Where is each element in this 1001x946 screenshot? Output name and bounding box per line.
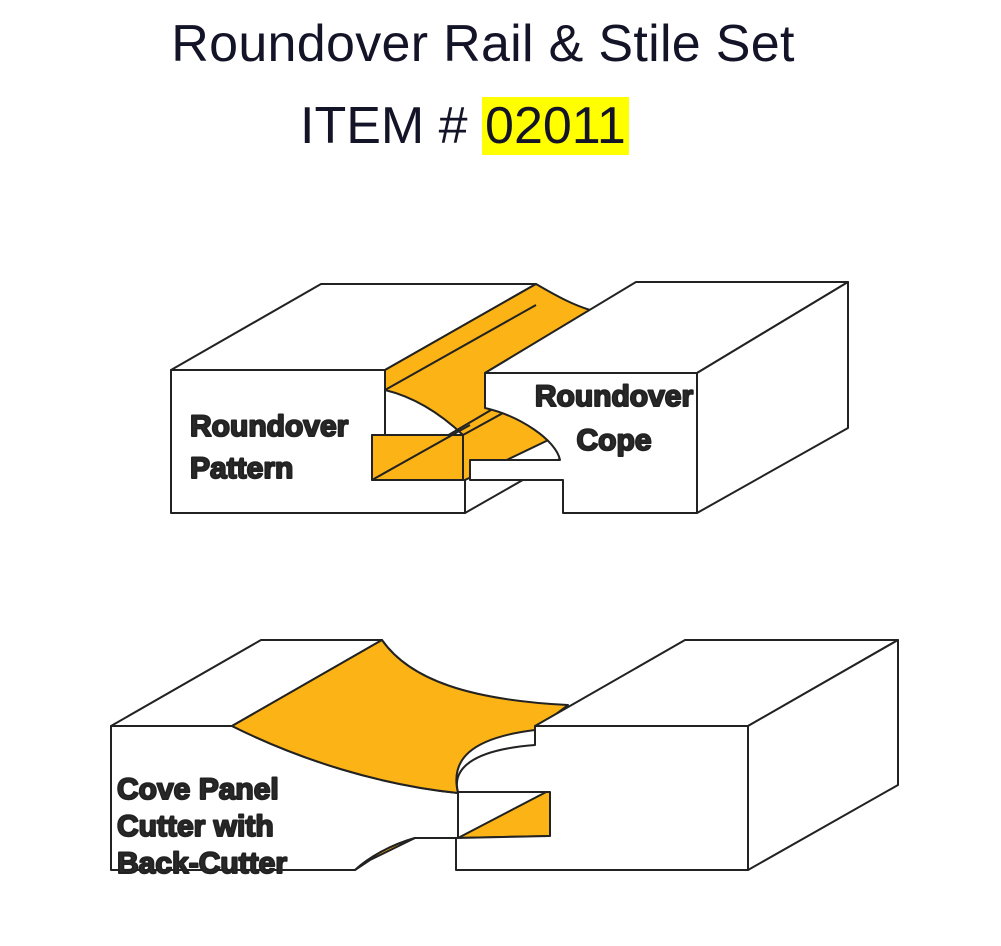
cope-block [469, 281, 849, 514]
panel-label-line2: Cutter with [117, 810, 274, 843]
item-number: 02011 [482, 97, 629, 155]
pattern-label-line2: Pattern [190, 452, 293, 485]
panel-label-line1: Cove Panel [117, 773, 279, 806]
pattern-label-line1: Roundover [190, 410, 349, 443]
item-line: ITEM # 02011 [300, 96, 629, 156]
item-prefix: ITEM # [300, 97, 468, 155]
cope-label-line2: Cope [577, 424, 652, 457]
frame-block [455, 639, 899, 871]
panel-label-line3: Back-Cutter [117, 847, 287, 880]
bottom-diagram: Cove Panel Cutter with Back-Cutter [110, 639, 899, 881]
top-diagram: Roundover Pattern Roundover Cope [170, 281, 849, 514]
cope-label-line1: Roundover [535, 380, 694, 413]
page-title: Roundover Rail & Stile Set [171, 15, 795, 73]
